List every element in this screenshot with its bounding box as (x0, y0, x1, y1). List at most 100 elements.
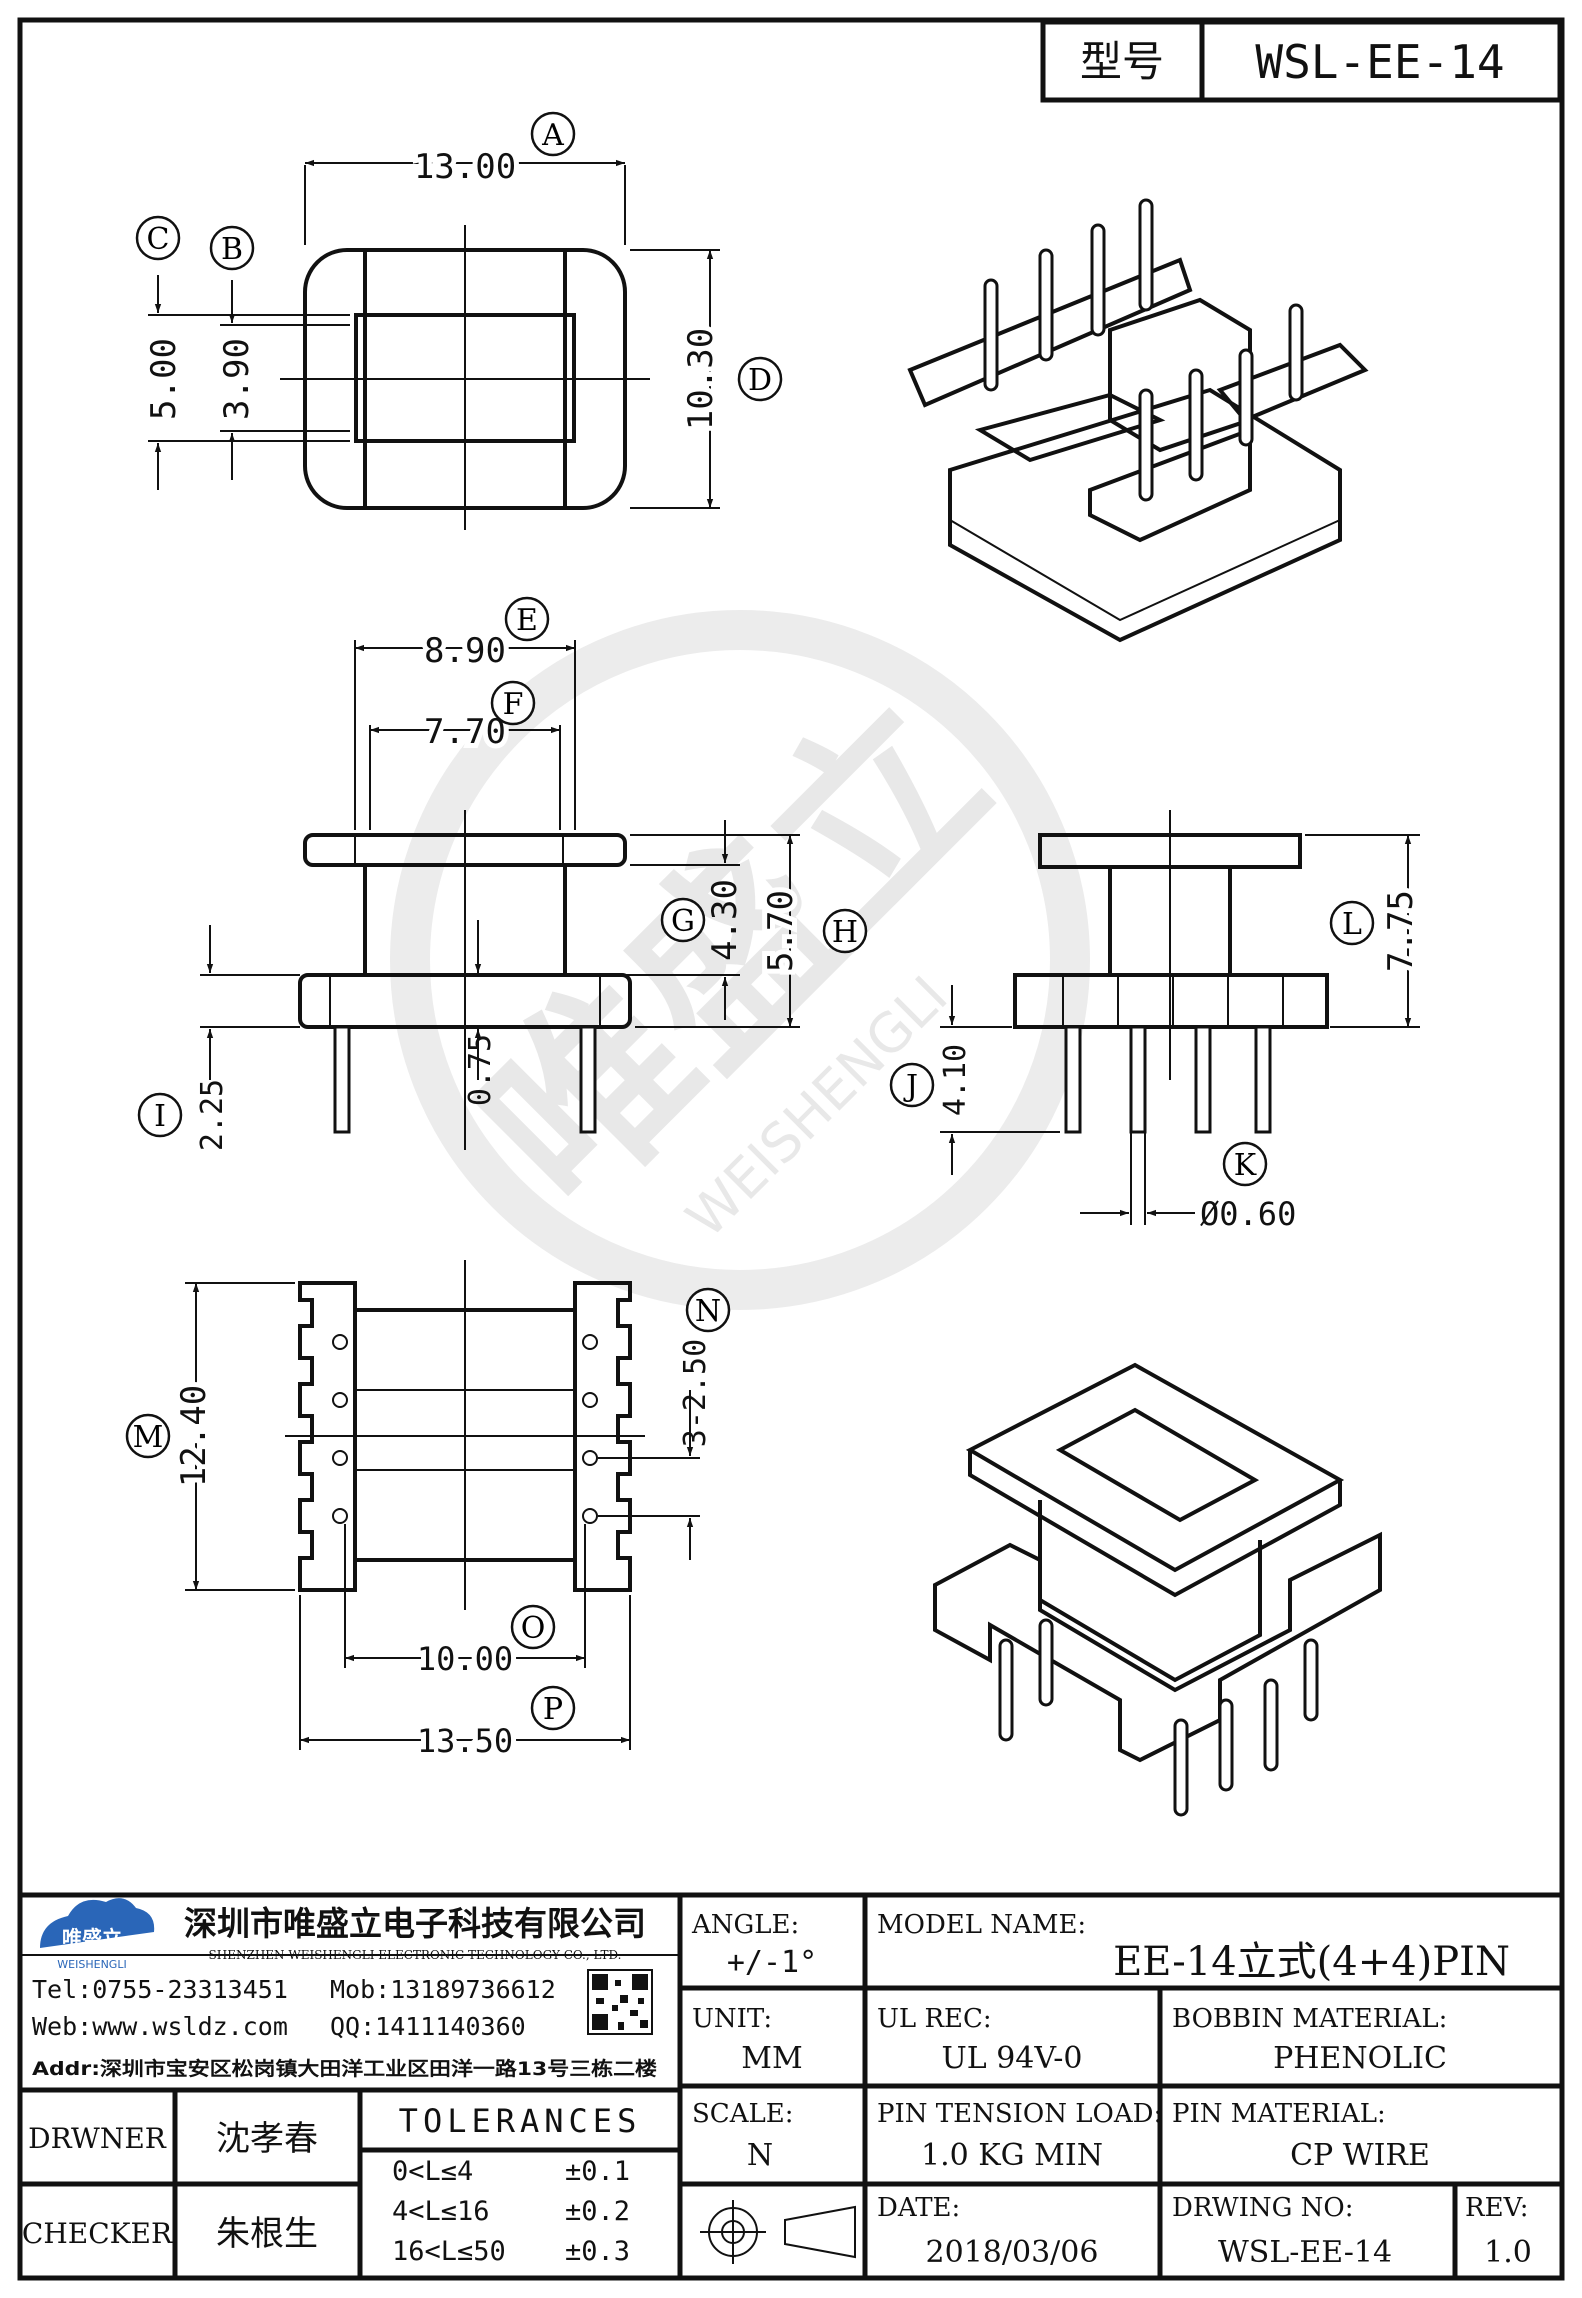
dim-g-value: 4.30 (705, 879, 745, 961)
dim-letter-label: E (516, 603, 538, 638)
date-label: DATE: (877, 2193, 960, 2223)
front-view: 8.90 7.70 4.30 5.70 0.75 2.25 (195, 626, 806, 1151)
tolerance-range-1: 0<L≤4 (392, 2156, 473, 2187)
dim-letter-h: H (822, 908, 868, 954)
drawer-name: 沈孝春 (216, 2119, 318, 2159)
dim-l-value: 7.75 (1381, 890, 1421, 972)
title-block: 唯盛立 WEISHENGLI 深圳市唯盛立电子科技有限公司 SHENZHEN W… (20, 1892, 1562, 2278)
rev-value: 1.0 (1484, 2235, 1532, 2270)
side-view: 7.75 4.10 Ø0.60 (938, 810, 1426, 1233)
dim-letter-l: L (1329, 900, 1375, 946)
model-number: WSL-EE-14 (1255, 35, 1504, 89)
dim-p-value: 13.50 (417, 1722, 513, 1760)
bobbin-material-label: BOBBIN MATERIAL: (1172, 2004, 1447, 2034)
dim-letter-label: G (671, 904, 695, 939)
tolerances-label: TOLERANCES (399, 2102, 642, 2140)
pin-tension-value: 1.0 KG MIN (921, 2138, 1103, 2173)
pin-material-label: PIN MATERIAL: (1172, 2099, 1386, 2129)
dim-letter-m: M (125, 1413, 171, 1459)
dim-i-value: 2.25 (195, 1079, 230, 1151)
dim-e-value: 8.90 (424, 631, 506, 671)
dim-b-value: 3.90 (217, 338, 257, 420)
angle-value: +/-1° (727, 1945, 817, 1980)
checker-name: 朱根生 (216, 2214, 318, 2254)
dim-letter-a: A (530, 111, 576, 157)
bottom-view: 12.40 3-2.50 10.00 13.50 (169, 1260, 713, 1765)
tolerance-value-1: ±0.1 (565, 2156, 630, 2187)
model-header: 型号 WSL-EE-14 (1040, 19, 1563, 103)
dim-f-value: 7.70 (424, 712, 506, 752)
tolerance-value-3: ±0.3 (565, 2236, 630, 2267)
dim-letter-label: J (903, 1069, 918, 1104)
dim-letter-c: C (135, 215, 181, 261)
dim-j-value: 4.10 (938, 1044, 973, 1116)
bobbin-material-value: PHENOLIC (1273, 2041, 1447, 2076)
tolerance-range-2: 4<L≤16 (392, 2196, 490, 2227)
checker-label: CHECKER (22, 2217, 173, 2250)
sheet-border (17, 17, 1565, 2281)
rev-label: REV: (1465, 2193, 1528, 2223)
dim-letter-b: B (209, 225, 255, 271)
dim-letter-label: M (133, 1420, 164, 1455)
model-name-label: MODEL NAME: (877, 1910, 1086, 1940)
logo-subtext: WEISHENGLI (57, 1958, 126, 1971)
dim-letter-i: I (137, 1092, 183, 1138)
company-tel: Tel:0755-23313451 (32, 1975, 288, 2004)
unit-value: MM (741, 2041, 802, 2076)
scale-label: SCALE: (692, 2099, 794, 2129)
tolerance-range-3: 16<L≤50 (392, 2236, 506, 2267)
date-value: 2018/03/06 (926, 2235, 1099, 2270)
dim-letter-label: D (748, 363, 772, 398)
dim-letter-n: N (685, 1287, 731, 1333)
dim-letter-o: O (510, 1604, 556, 1650)
dim-letter-p: P (530, 1685, 576, 1731)
dim-letter-j: J (889, 1062, 935, 1108)
dim-c-value: 5.00 (144, 338, 184, 420)
dim-flange-gap-value: 0.75 (463, 1034, 498, 1106)
dim-letter-label: I (154, 1099, 166, 1134)
model-name-value: EE-14立式(4+4)PIN (1113, 1939, 1510, 1985)
company-name-cn: 深圳市唯盛立电子科技有限公司 (184, 1904, 646, 1943)
angle-label: ANGLE: (691, 1910, 799, 1940)
dim-letter-label: A (541, 118, 564, 153)
unit-label: UNIT: (692, 2004, 772, 2034)
company-qq: QQ:1411140360 (330, 2012, 526, 2041)
dim-o-value: 10.00 (417, 1640, 513, 1678)
dim-n-value: 3-2.50 (678, 1339, 713, 1447)
drawer-label: DRWNER (28, 2122, 167, 2155)
dim-letter-label: P (543, 1692, 563, 1727)
dim-letter-f: F (490, 680, 536, 726)
scale-value: N (747, 2138, 773, 2173)
dim-letter-e: E (504, 596, 550, 642)
company-name-en: SHENZHEN WEISHENGLI ELECTRONIC TECHNOLOG… (209, 1948, 622, 1962)
dim-letter-d: D (737, 356, 783, 402)
drawing-no-value: WSL-EE-14 (1218, 2235, 1392, 2270)
company-web: Web:www.wsldz.com (32, 2012, 288, 2041)
isometric-view-bottom (933, 1362, 1382, 1817)
dim-letter-label: K (1234, 1148, 1257, 1183)
pin-tension-label: PIN TENSION LOAD: (877, 2099, 1162, 2129)
dim-k-value: Ø0.60 (1200, 1195, 1296, 1233)
dim-h-value: 5.70 (761, 890, 801, 972)
dim-letter-k: K (1222, 1141, 1268, 1187)
company-mob: Mob:13189736612 (330, 1975, 556, 2004)
dim-letter-label: N (695, 1294, 721, 1329)
dim-letter-label: L (1342, 907, 1362, 942)
logo-text: 唯盛立 (62, 1926, 122, 1950)
projection-symbol-icon (700, 2200, 856, 2264)
drawing-no-label: DRWING NO: (1172, 2193, 1353, 2223)
dim-a-value: 13.00 (414, 147, 516, 187)
isometric-view-top (907, 198, 1369, 643)
model-label: 型号 (1080, 37, 1164, 86)
pin-material-value: CP WIRE (1290, 2138, 1430, 2173)
qr-code (587, 1969, 653, 2035)
dimension-letter-layer: A BC D E F G H I J K L M N O P (125, 111, 1375, 1731)
dim-letter-label: H (832, 915, 858, 950)
ul-rec-label: UL REC: (877, 2004, 992, 2034)
company-logo: 唯盛立 WEISHENGLI (40, 1898, 155, 1971)
tolerance-value-2: ±0.2 (565, 2196, 630, 2227)
company-address: Addr:深圳市宝安区松岗镇大田洋工业区田洋一路13号三栋二楼 (32, 2057, 657, 2080)
dim-letter-label: O (521, 1611, 546, 1646)
dim-d-value: 10.30 (681, 328, 721, 430)
